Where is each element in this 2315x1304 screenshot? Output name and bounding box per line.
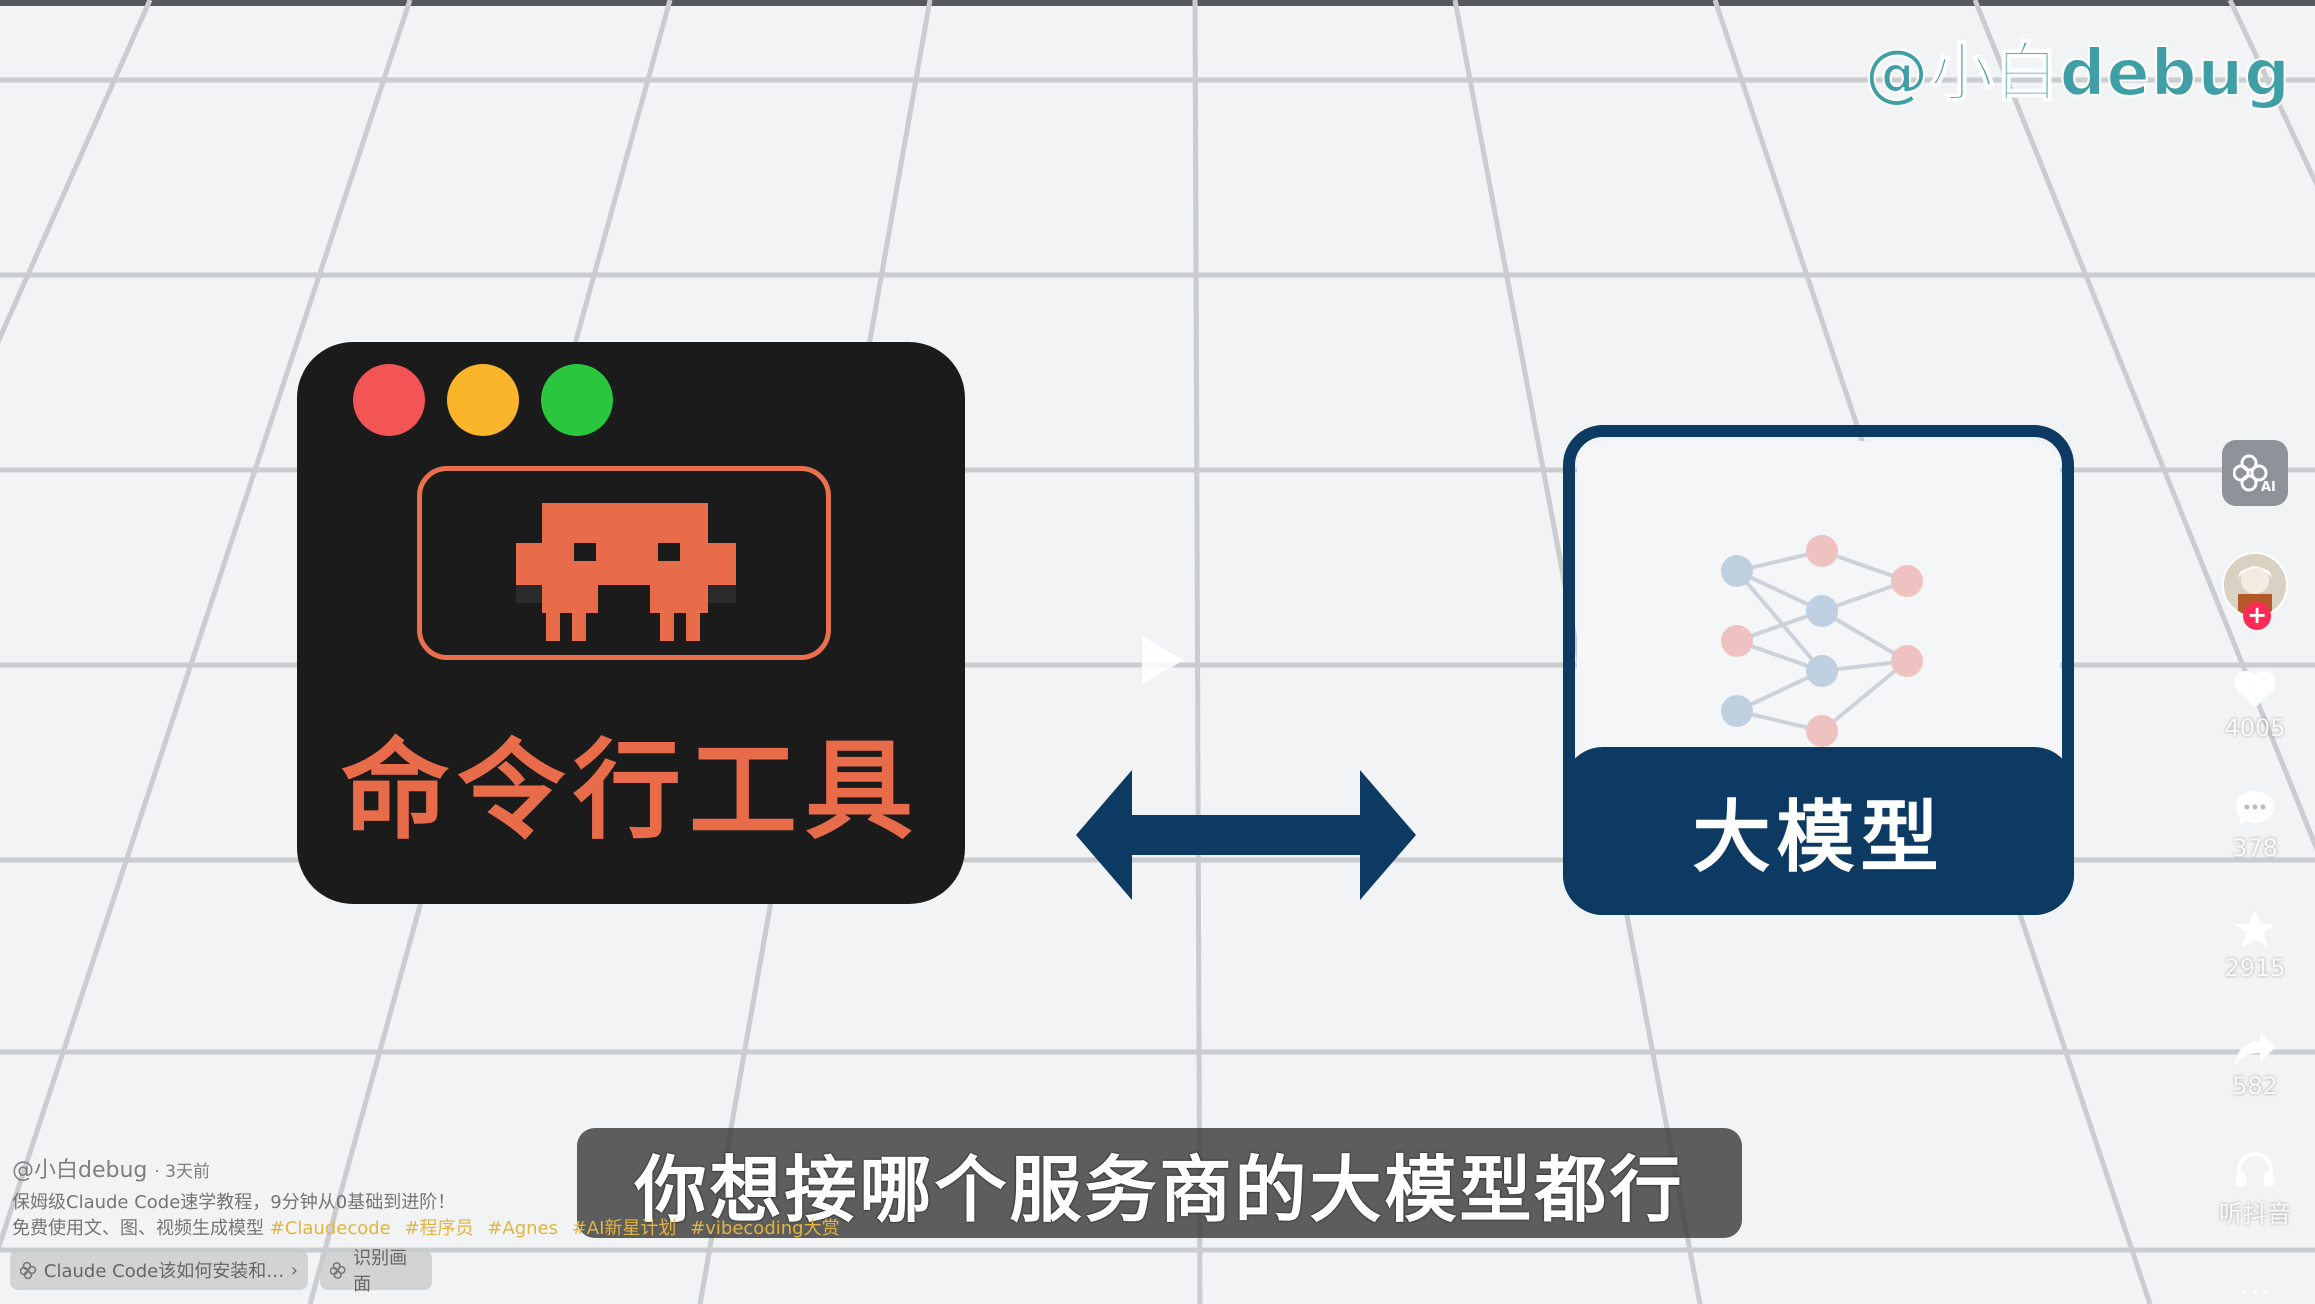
terminal-title: 命令行工具: [340, 729, 921, 854]
hashtag[interactable]: #vibecoding大赏: [690, 1218, 840, 1239]
ai-flower-icon: [20, 1261, 37, 1280]
favorite-count: 2915: [2224, 954, 2286, 982]
description-line-2: 免费使用文、图、视频生成模型 #Claudecode #程序员 #Agnes #…: [12, 1216, 848, 1242]
window-minimize-dot: [447, 364, 519, 436]
window-close-dot: [353, 364, 425, 436]
share-action[interactable]: 582: [2210, 1028, 2300, 1100]
description-text: 免费使用文、图、视频生成模型: [12, 1218, 264, 1239]
comment-bubble-icon: [2236, 791, 2274, 826]
share-count: 582: [2232, 1072, 2278, 1100]
favorite-action[interactable]: 2915: [2210, 908, 2300, 982]
recognize-screen-chip[interactable]: 识别画面: [320, 1248, 432, 1295]
hashtag[interactable]: #Agnes: [487, 1218, 558, 1239]
chevron-right-icon: ›: [290, 1259, 298, 1281]
hashtag[interactable]: #Claudecode: [269, 1218, 391, 1239]
neural-network-icon: [1721, 535, 1923, 747]
double-arrow-icon: [1076, 770, 1416, 900]
terminal-window-illustration: 命令行工具: [297, 342, 965, 904]
claude-pixel-mascot-icon: [516, 503, 736, 641]
listen-label: 听抖音: [2219, 1200, 2291, 1228]
like-action[interactable]: 4005: [2210, 668, 2300, 742]
related-search-chip[interactable]: Claude Code该如何安装和… ›: [10, 1250, 308, 1290]
description-line-1: 保姆级Claude Code速学教程，9分钟从0基础到进阶！: [12, 1192, 456, 1213]
post-time: · 3天前: [154, 1162, 210, 1182]
more-options-button[interactable]: ...: [2240, 1268, 2273, 1301]
video-subtitle: 你想接哪个服务商的大模型都行: [577, 1128, 1742, 1238]
progress-top-bar: [0, 0, 2315, 6]
comment-count: 378: [2232, 834, 2278, 862]
share-arrow-icon: [2234, 1032, 2276, 1066]
play-icon[interactable]: [1138, 632, 1188, 688]
post-author[interactable]: @小白debug · 3天前: [12, 1152, 210, 1184]
svg-text:AI: AI: [2261, 480, 2276, 495]
like-count: 4005: [2224, 714, 2286, 742]
headphones-icon: [2236, 1152, 2274, 1187]
comment-action[interactable]: 378: [2210, 788, 2300, 862]
window-maximize-dot: [541, 364, 613, 436]
model-label: 大模型: [1563, 747, 2074, 915]
ai-flower-icon: [330, 1262, 346, 1279]
star-icon: [2235, 910, 2275, 948]
recognize-screen-label: 识别画面: [353, 1248, 408, 1295]
author-name[interactable]: @小白debug: [12, 1158, 148, 1183]
related-search-label: Claude Code该如何安装和…: [43, 1261, 283, 1282]
follow-plus-button[interactable]: +: [2243, 602, 2271, 630]
ai-assistant-button[interactable]: AI: [2222, 440, 2288, 506]
heart-icon: [2234, 670, 2276, 708]
hashtag[interactable]: #AI新星计划: [571, 1218, 677, 1239]
ai-flower-icon: AI: [2233, 454, 2276, 495]
large-model-card: 大模型: [1563, 425, 2074, 915]
channel-watermark: @小白debug: [1864, 36, 2291, 112]
claude-code-logo-frame: [417, 466, 831, 660]
listen-action[interactable]: 听抖音: [2210, 1148, 2300, 1229]
hashtag[interactable]: #程序员: [404, 1218, 474, 1239]
post-description: 保姆级Claude Code速学教程，9分钟从0基础到进阶！ 免费使用文、图、视…: [12, 1190, 848, 1242]
